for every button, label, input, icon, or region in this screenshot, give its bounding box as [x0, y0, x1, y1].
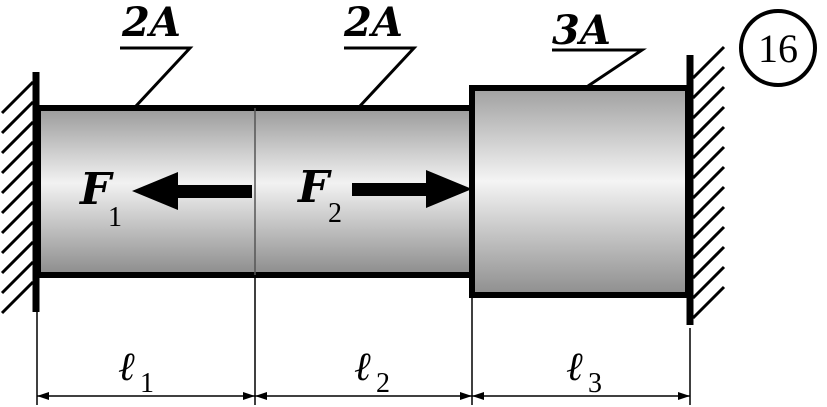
- area-leader-2: [344, 46, 418, 108]
- length-label-3-symbol: ℓ: [566, 344, 583, 390]
- force-f2-symbol: F: [296, 162, 332, 213]
- force-f2-subscript: 2: [328, 198, 342, 229]
- force-f1-symbol: F: [78, 164, 114, 215]
- area-label-3: 3A: [552, 7, 611, 54]
- dimension-extension-lines: [36, 278, 691, 405]
- length-label-1-subscript: 1: [140, 368, 154, 399]
- length-label-2-symbol: ℓ: [354, 344, 371, 390]
- length-label-2-subscript: 2: [376, 368, 390, 399]
- area-label-1: 2A: [121, 0, 181, 46]
- problem-number-badge: 16: [739, 9, 817, 87]
- rod-segment-3: [469, 85, 691, 298]
- length-label-3-subscript: 3: [588, 368, 602, 399]
- dimension-lines: [37, 392, 690, 400]
- problem-number: 16: [758, 26, 798, 71]
- force-f1-subscript: 1: [108, 202, 122, 233]
- area-label-2: 2A: [343, 0, 403, 46]
- force-f1-arrow: [132, 172, 252, 210]
- left-wall-support: [0, 72, 40, 315]
- length-label-1-symbol: ℓ: [118, 344, 135, 390]
- area-leader-1: [120, 46, 194, 108]
- force-f2-arrow: [352, 170, 472, 208]
- area-leader-3: [552, 48, 647, 88]
- right-wall-support: [686, 45, 726, 325]
